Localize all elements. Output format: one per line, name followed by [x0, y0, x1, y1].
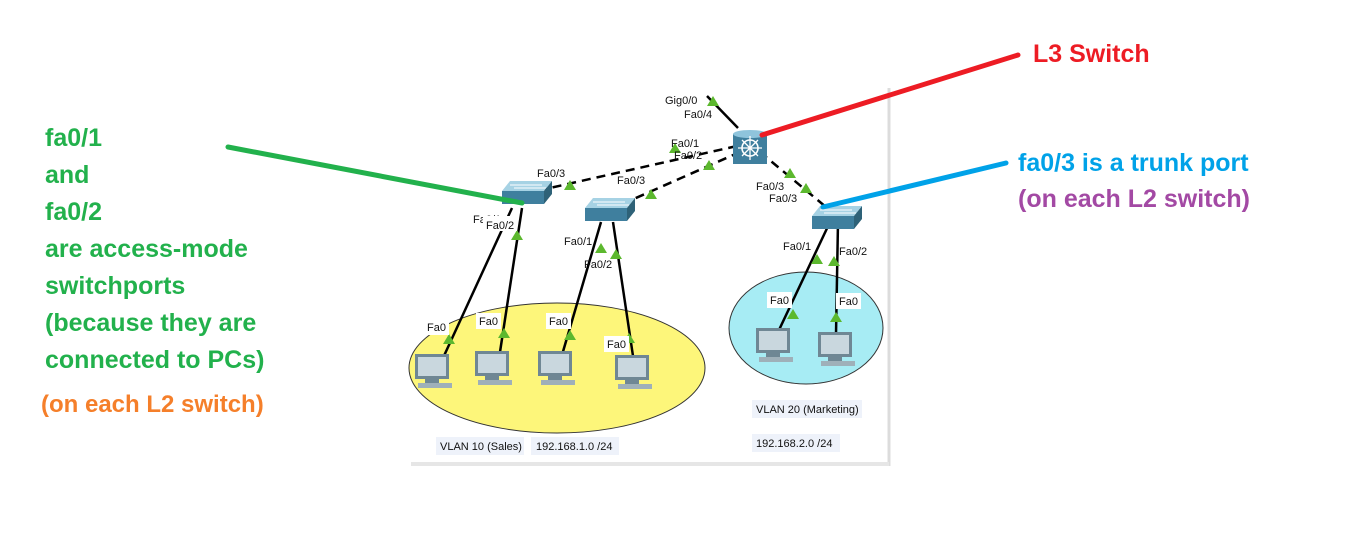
link-up-indicator — [800, 183, 812, 193]
link-up-indicator — [830, 312, 842, 322]
annotation-line: are access-mode — [45, 235, 248, 263]
access-port-scope-annotation: (on each L2 switch) — [41, 391, 264, 418]
port-label: Fa0/2 — [674, 150, 702, 162]
access-link — [777, 221, 832, 331]
link-up-indicator — [787, 309, 799, 319]
l2-switch-sales-icon[interactable] — [502, 181, 552, 204]
port-label: Fa0 — [479, 316, 498, 328]
port-label: Fa0/3 — [617, 175, 645, 187]
port-label: Fa0 — [607, 339, 626, 351]
access-link — [611, 221, 635, 357]
vlan20-subnet: 192.168.2.0 /24 — [756, 438, 832, 450]
port-label: Fa0/4 — [684, 109, 712, 121]
pc-icon[interactable] — [475, 351, 512, 385]
l3-switch-icon[interactable] — [733, 130, 767, 164]
vlan-label-background — [531, 437, 619, 455]
port-label: Fa0/1 — [564, 236, 592, 248]
link-up-indicator — [811, 254, 823, 264]
pc-icon[interactable] — [615, 355, 652, 389]
pc-icon[interactable] — [415, 354, 452, 388]
access-link — [498, 207, 524, 353]
l2-switch-sales2-icon[interactable] — [585, 198, 635, 221]
link-up-indicator — [610, 249, 622, 259]
pc-icon[interactable] — [538, 351, 575, 385]
port-label: Fa0/3 — [756, 181, 784, 193]
link-up-indicator — [564, 330, 576, 340]
port-label: Fa0/2 — [584, 259, 612, 271]
port-label: Fa0 — [549, 316, 568, 328]
port-label-backgrounds — [424, 292, 861, 352]
trunk-link-sw3 — [759, 151, 833, 213]
port-label: Fa0/2 — [839, 246, 867, 258]
link-up-indicator — [645, 189, 657, 199]
vlan20-area — [728, 271, 884, 385]
link-up-indicator — [707, 96, 719, 106]
link-up-indicator — [703, 160, 715, 170]
annotation-line: fa0/1 — [45, 124, 102, 152]
link-up-indicator — [828, 256, 840, 266]
pc-icon[interactable] — [756, 328, 793, 362]
trunk-port-scope-annotation: (on each L2 switch) — [1018, 185, 1250, 213]
link-up-indicator — [443, 334, 455, 344]
annotation-line: and — [45, 161, 90, 189]
port-label: Fa0/2 — [486, 220, 514, 232]
link-up-indicator — [564, 180, 576, 190]
port-label: Fa0/3 — [537, 168, 565, 180]
vlan10-subnet: 192.168.1.0 /24 — [536, 441, 612, 453]
l2-switch-marketing-icon[interactable] — [812, 206, 862, 229]
red-pointer-line — [759, 52, 1021, 138]
link-up-indicator — [511, 230, 523, 240]
link-up-indicator — [498, 328, 510, 338]
trunk-link-sw1 — [531, 144, 738, 194]
annotation-line: (because they are — [45, 309, 257, 337]
annotation-line: switchports — [45, 272, 186, 300]
link-up-indicator — [595, 243, 607, 253]
link-up-indicator — [784, 168, 796, 178]
annotation-line: fa0/2 — [45, 198, 102, 226]
vlan-label-background — [752, 434, 840, 452]
l3-switch-annotation: L3 Switch — [1033, 40, 1150, 68]
port-label: Gig0/0 — [665, 95, 697, 107]
trunk-link-sw2 — [619, 150, 741, 207]
port-label: Fa0 — [427, 322, 446, 334]
access-port-annotation: fa0/1 and fa0/2 are access-mode switchpo… — [45, 120, 264, 379]
port-label: Fa0 — [839, 296, 858, 308]
port-label-background — [483, 216, 517, 231]
port-label: Fa0/3 — [769, 193, 797, 205]
port-label: Fa0 — [770, 295, 789, 307]
link-up-indicator — [669, 143, 681, 153]
vlan-label-background — [436, 437, 524, 455]
port-label: Fa0/1 — [783, 241, 811, 253]
vlan-label-background — [752, 400, 862, 418]
link-status-indicators — [443, 96, 842, 344]
vlan20-name: VLAN 20 (Marketing) — [756, 404, 859, 416]
pc-icon[interactable] — [818, 332, 855, 366]
port-label: Fa0/1 — [671, 138, 699, 150]
annotation-line: connected to PCs) — [45, 346, 265, 374]
trunk-port-annotation: fa0/3 is a trunk port — [1018, 149, 1249, 177]
green-pointer-line — [225, 144, 525, 206]
vlan10-name: VLAN 10 (Sales) — [440, 441, 522, 453]
blue-pointer-line — [820, 160, 1009, 210]
access-link — [441, 207, 514, 359]
